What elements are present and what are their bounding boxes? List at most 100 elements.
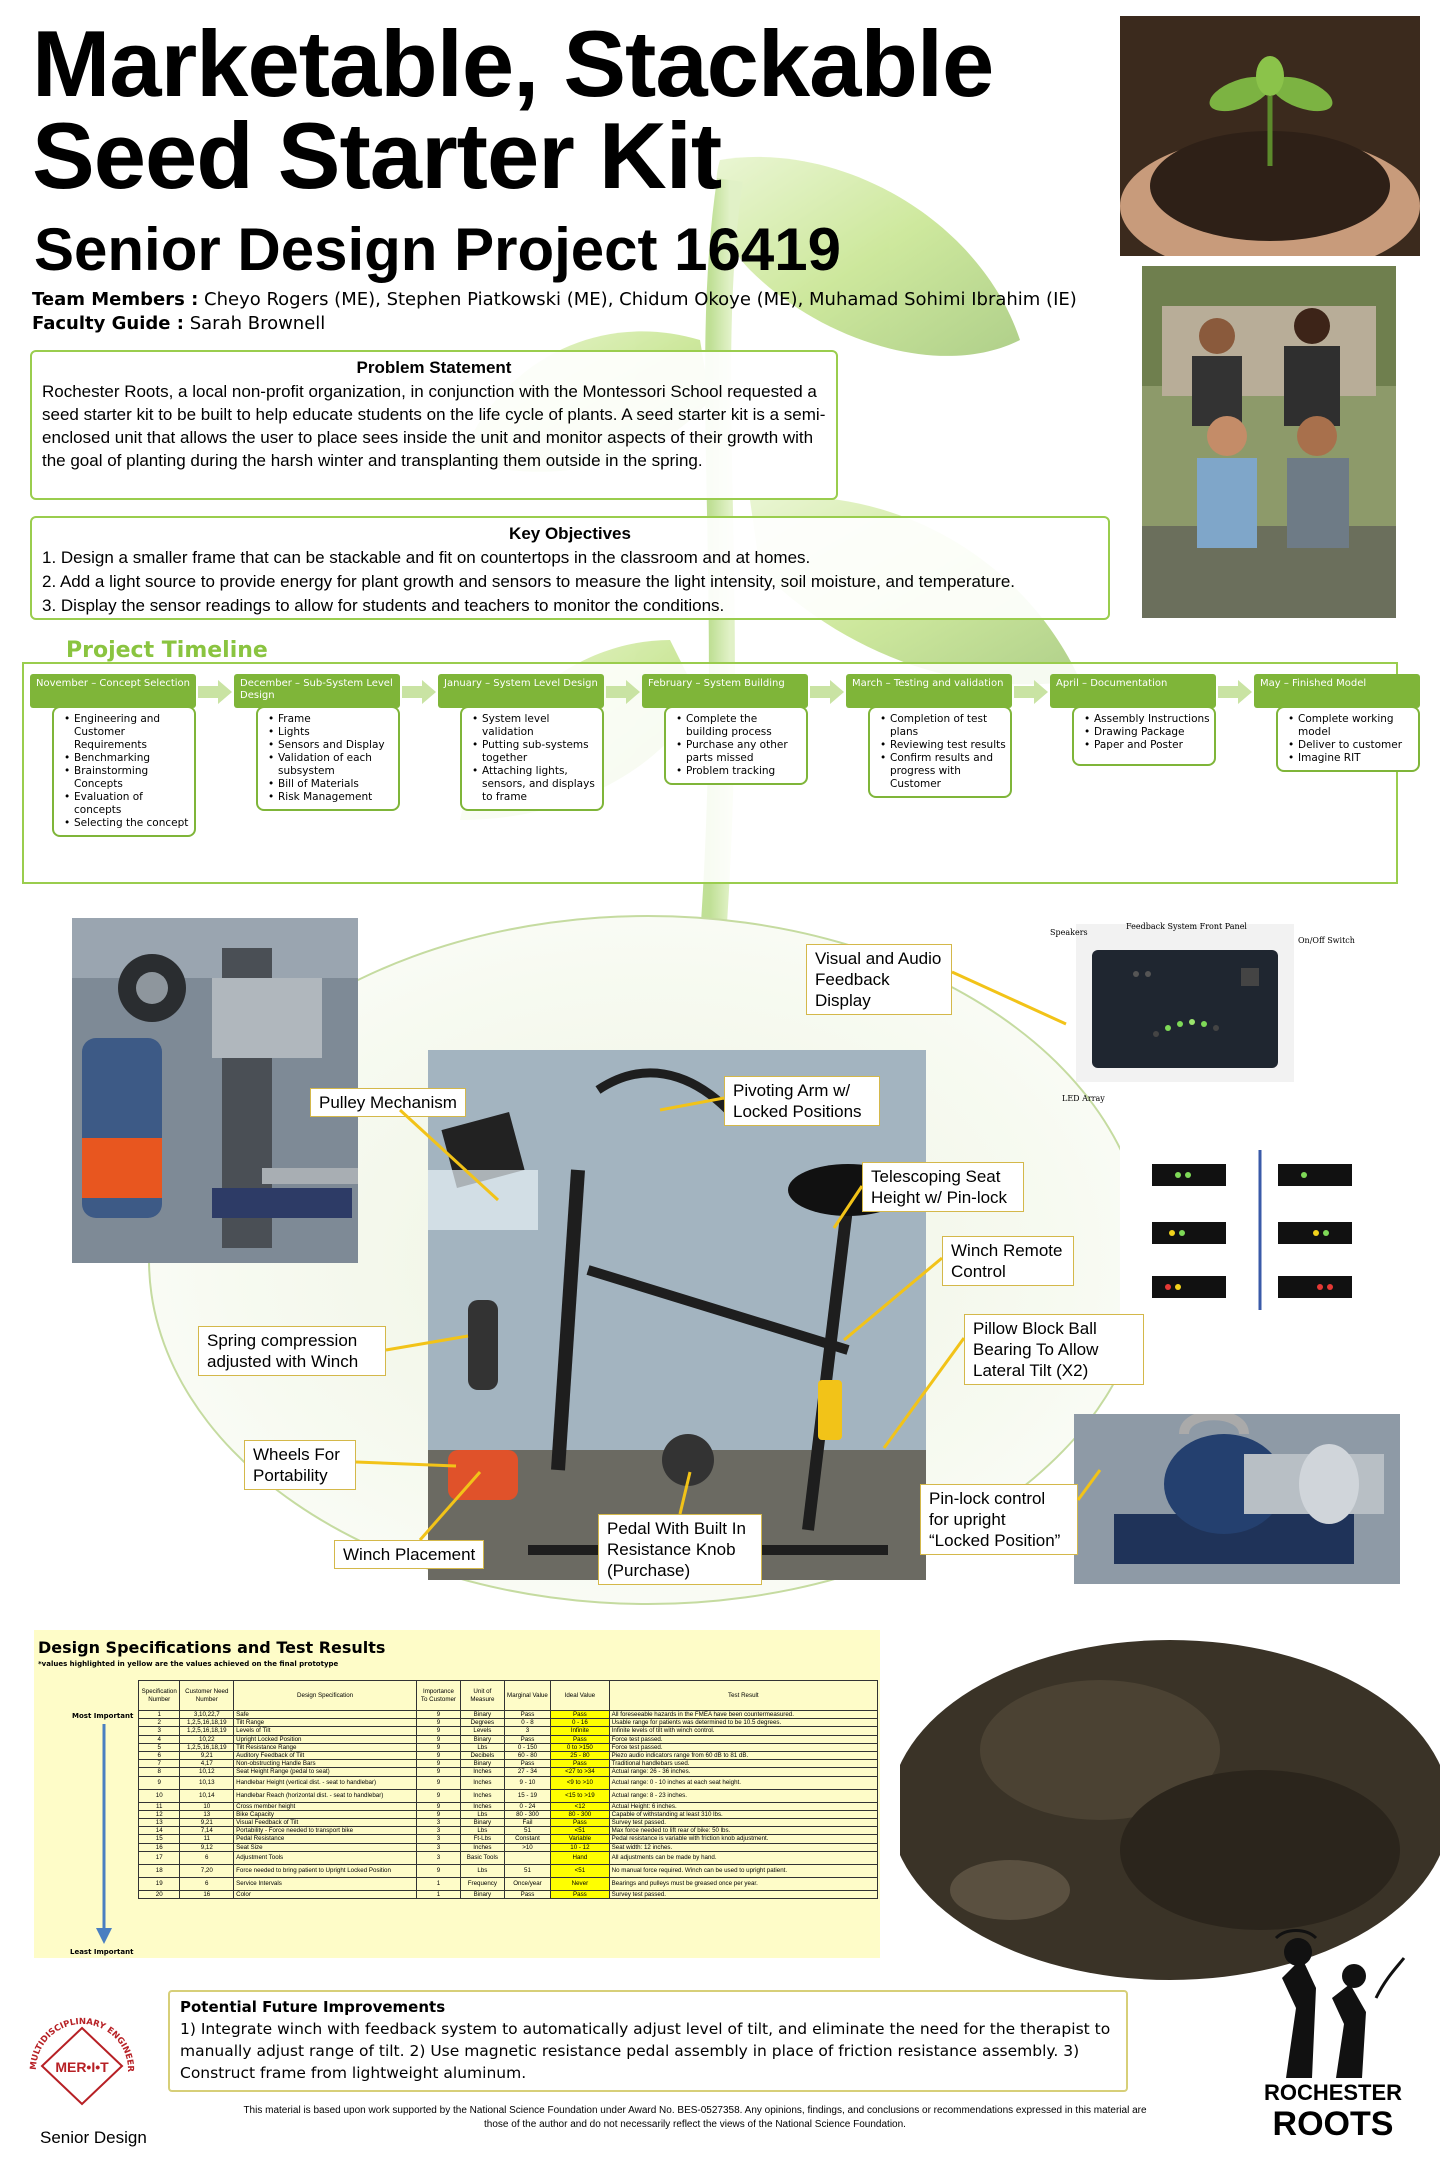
timeline-item: Completion of test plans bbox=[880, 713, 1006, 739]
table-cell: 0 - 16 bbox=[550, 1718, 610, 1728]
specs-column-header: Test Result bbox=[608, 1680, 879, 1711]
timeline-arrow-icon bbox=[198, 680, 232, 704]
table-cell: Decibels bbox=[459, 1751, 505, 1761]
callout-wheels: Wheels For Portability bbox=[244, 1440, 356, 1490]
faculty-guide: Sarah Brownell bbox=[189, 313, 326, 334]
timeline-item: Engineering and Customer Requirements bbox=[64, 713, 190, 752]
table-cell: 3 bbox=[416, 1850, 461, 1865]
timeline-step-heading: April – Documentation bbox=[1050, 674, 1216, 708]
table-cell: 0 to >150 bbox=[550, 1742, 610, 1753]
timeline-step: April – DocumentationAssembly Instructio… bbox=[1050, 674, 1216, 766]
table-cell: >10 bbox=[503, 1842, 552, 1852]
soil-photo bbox=[900, 1630, 1440, 1980]
team-info: Team Members : Cheyo Rogers (ME), Stephe… bbox=[32, 288, 1077, 336]
table-cell: Basic Tools bbox=[459, 1850, 505, 1865]
timeline-step: January – System Level DesignSystem leve… bbox=[438, 674, 604, 811]
table-cell: Never bbox=[550, 1876, 610, 1891]
table-cell: 10,13 bbox=[179, 1775, 235, 1790]
timeline-item: Selecting the concept bbox=[64, 817, 190, 830]
table-cell: 9 bbox=[416, 1809, 461, 1820]
table-cell: 9 bbox=[416, 1709, 461, 1720]
table-cell: 3 bbox=[416, 1818, 461, 1828]
table-cell: 60 - 80 bbox=[503, 1751, 552, 1761]
timeline-step-body: Complete working modelDeliver to custome… bbox=[1276, 706, 1420, 772]
table-cell: 4,17 bbox=[179, 1759, 235, 1769]
table-cell: Inches bbox=[459, 1767, 505, 1777]
table-cell: 7,20 bbox=[179, 1863, 235, 1878]
table-cell: 8 bbox=[137, 1767, 181, 1777]
table-cell: Levels bbox=[459, 1726, 505, 1736]
table-cell: 27 - 34 bbox=[503, 1767, 552, 1777]
rr-line1: ROCHESTER bbox=[1263, 2080, 1403, 2105]
table-cell: Inches bbox=[459, 1801, 505, 1811]
table-cell: Lbs bbox=[459, 1742, 505, 1753]
table-cell: Handlebar Height (vertical dist. - seat … bbox=[233, 1775, 418, 1790]
timeline-item: Assembly Instructions bbox=[1084, 713, 1210, 726]
table-cell: 2 bbox=[137, 1718, 181, 1728]
table-cell: 5 bbox=[137, 1742, 181, 1753]
table-cell: Survey test passed. bbox=[608, 1818, 879, 1828]
table-cell: 14 bbox=[137, 1826, 181, 1836]
callout-winch-remote: Winch Remote Control bbox=[942, 1236, 1074, 1286]
feedback-panel-photo bbox=[1076, 924, 1294, 1082]
table-cell: Binary bbox=[459, 1818, 505, 1828]
timeline-arrow-icon bbox=[1218, 680, 1252, 704]
callout-pillow-block: Pillow Block Ball Bearing To Allow Later… bbox=[964, 1314, 1144, 1385]
timeline-item: System level validation bbox=[472, 713, 598, 739]
timeline-step-heading: March – Testing and validation bbox=[846, 674, 1012, 708]
table-cell: Tilt Range bbox=[233, 1718, 418, 1728]
pillow-block-photo bbox=[1074, 1414, 1400, 1584]
table-cell: Hand bbox=[550, 1850, 610, 1865]
timeline-item: Frame bbox=[268, 713, 394, 726]
callout-pulley: Pulley Mechanism bbox=[310, 1088, 466, 1117]
timeline-title: Project Timeline bbox=[66, 638, 268, 663]
timeline-step-heading: November – Concept Selection bbox=[30, 674, 196, 708]
table-cell: 3 bbox=[416, 1826, 461, 1836]
table-cell: 17 bbox=[137, 1850, 181, 1865]
timeline-item: Validation of each subsystem bbox=[268, 752, 394, 778]
least-important-label: Least Important bbox=[70, 1948, 134, 1956]
table-cell: Traditional handlebars used. bbox=[608, 1759, 879, 1769]
future-improvements-box: Potential Future Improvements 1) Integra… bbox=[168, 1990, 1128, 2092]
table-cell: Variable bbox=[550, 1834, 610, 1844]
specs-note: *values highlighted in yellow are the va… bbox=[38, 1660, 339, 1668]
timeline-arrow-icon bbox=[606, 680, 640, 704]
importance-arrow-icon bbox=[96, 1724, 112, 1944]
table-cell: 10 - 12 bbox=[550, 1842, 610, 1852]
timeline-item: Imagine RIT bbox=[1288, 752, 1414, 765]
table-cell: 10,22 bbox=[179, 1734, 235, 1744]
problem-statement-heading: Problem Statement bbox=[356, 358, 512, 377]
callout-winch-placement: Winch Placement bbox=[334, 1540, 485, 1569]
table-cell: 3,10,22,7 bbox=[179, 1709, 235, 1720]
table-cell: Pedal Resistance bbox=[233, 1834, 418, 1844]
table-cell: 10,14 bbox=[179, 1788, 235, 1803]
specs-heading: Design Specifications and Test Results bbox=[38, 1638, 386, 1657]
table-cell: 0 - 8 bbox=[503, 1718, 552, 1728]
timeline-item: Attaching lights, sensors, and displays … bbox=[472, 765, 598, 804]
table-cell: Constant bbox=[503, 1834, 552, 1844]
table-cell: 3 bbox=[416, 1834, 461, 1844]
timeline-item: Paper and Poster bbox=[1084, 739, 1210, 752]
table-cell: Auditory Feedback of Tilt bbox=[233, 1751, 418, 1761]
table-cell: 19 bbox=[137, 1876, 181, 1891]
poster-title: Marketable, Stackable Seed Starter Kit bbox=[32, 11, 994, 208]
table-cell: Actual Height: 6 inches. bbox=[608, 1801, 879, 1811]
table-cell: Seat Size bbox=[233, 1842, 418, 1852]
table-cell: Infinite bbox=[550, 1726, 610, 1736]
timeline-step-heading: February – System Building bbox=[642, 674, 808, 708]
table-cell: <12 bbox=[550, 1801, 610, 1811]
table-cell: Pass bbox=[503, 1734, 552, 1744]
timeline-step-heading: December – Sub-System Level Design bbox=[234, 674, 400, 708]
